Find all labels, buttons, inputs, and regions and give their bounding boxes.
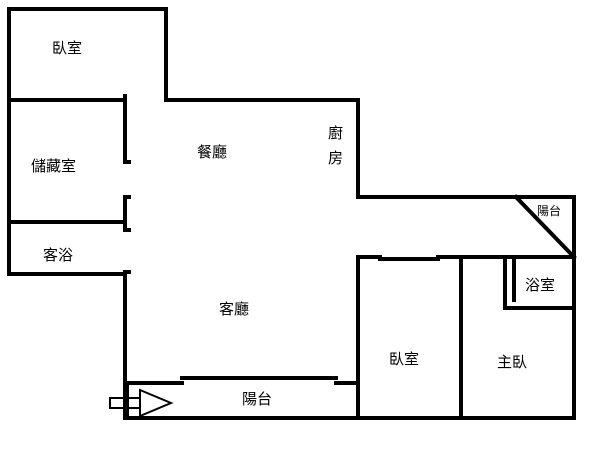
label-bedroom-mid: 臥室 — [389, 350, 419, 368]
left-rooms-walls — [7, 7, 168, 276]
label-dining: 餐廳 — [197, 143, 227, 161]
label-bedroom-top: 臥室 — [52, 39, 82, 57]
balcony-walls — [125, 376, 360, 420]
small-balcony-walls — [513, 194, 577, 260]
entrance-arrow-icon — [109, 388, 174, 418]
label-balcony-small: 陽台 — [537, 203, 561, 218]
main-walls — [123, 94, 576, 420]
label-kitchen-1: 廚 — [328, 124, 343, 142]
label-balcony-bottom: 陽台 — [242, 390, 272, 408]
label-master-bedroom: 主臥 — [497, 353, 527, 371]
label-kitchen-2: 房 — [328, 149, 343, 167]
label-bath: 浴室 — [525, 276, 555, 294]
label-guest-bath: 客浴 — [43, 246, 73, 264]
label-living: 客廳 — [219, 300, 249, 318]
right-rooms-walls — [356, 255, 576, 420]
label-storage: 儲藏室 — [31, 157, 76, 175]
